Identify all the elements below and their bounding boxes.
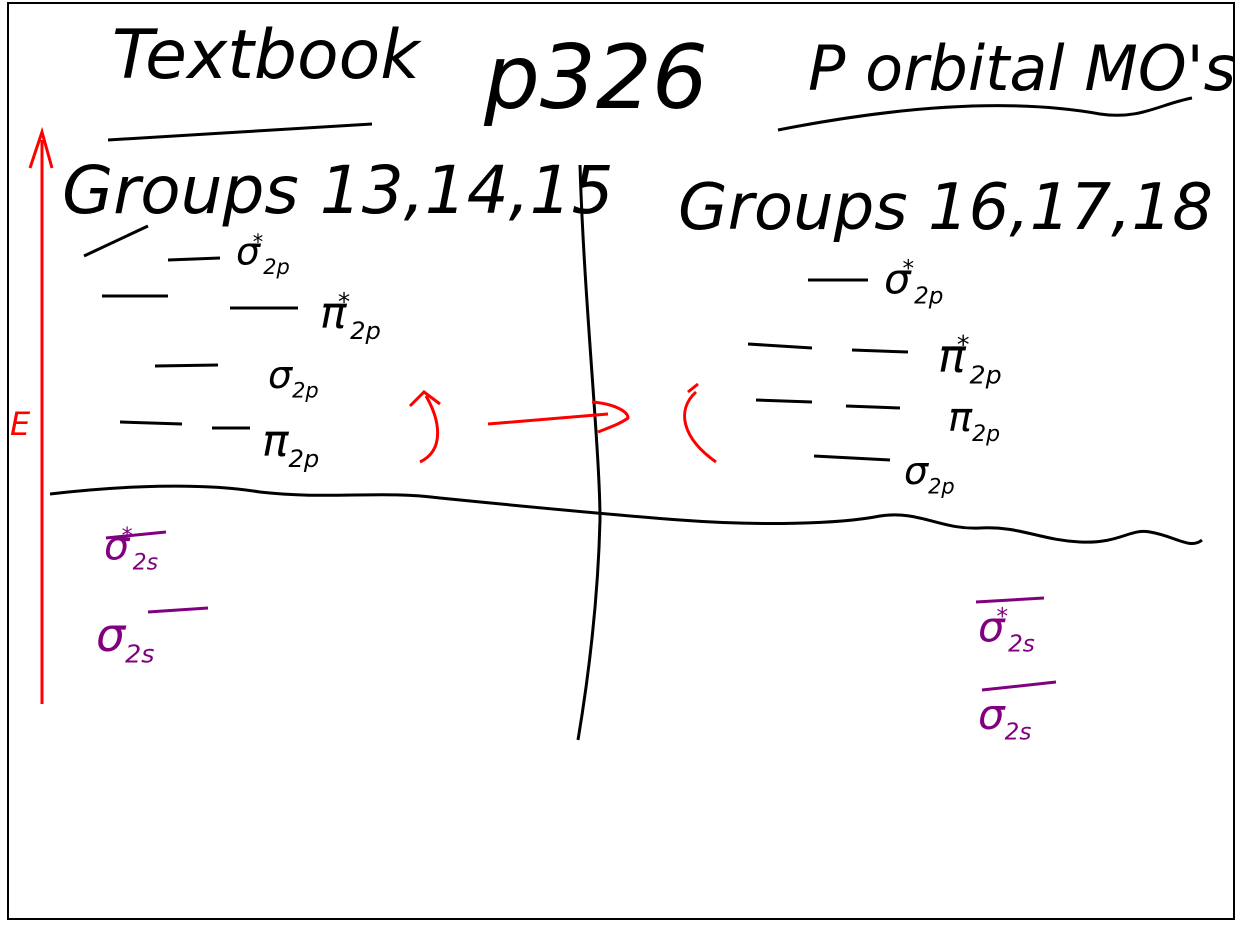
bar-right-sigma-2s xyxy=(981,680,1057,692)
underline-groups-left xyxy=(83,224,149,258)
level-left-pi-star-2p: π*2p xyxy=(320,288,381,346)
level-right-sigma-star-2p: σ*2p xyxy=(884,254,944,310)
level-right-pi-2p-line-a xyxy=(755,398,813,404)
level-right-sigma-star-2s: σ*2s xyxy=(978,602,1035,658)
swap-arrow-right xyxy=(683,382,717,464)
underline-topic xyxy=(777,96,1193,132)
level-left-sigma-2p: σ2p xyxy=(268,353,319,403)
title-topic: P orbital MO's xyxy=(808,32,1236,105)
level-left-sigma-2s: σ2s xyxy=(96,608,155,669)
level-right-pi-2p: π2p xyxy=(948,395,1001,447)
level-right-pi-star-2p: π*2p xyxy=(938,328,1002,390)
level-left-sigma-2p-line xyxy=(154,363,219,368)
bar-left-sigma-2s xyxy=(147,606,209,614)
bar-right-sigma-star-2s xyxy=(975,596,1045,604)
divider-wavy xyxy=(49,484,1203,546)
level-left-sigma-star-2p: σ*2p xyxy=(236,229,290,280)
energy-axis-label: E xyxy=(10,405,31,443)
groups-right-label: Groups 16,17,18 xyxy=(678,171,1213,245)
divider-vertical xyxy=(576,164,602,741)
whiteboard xyxy=(7,2,1235,920)
swap-arrow-left xyxy=(408,390,441,464)
level-left-sigma-star-2s: σ*2s xyxy=(104,523,159,576)
level-left-pi-2p-line-a xyxy=(119,420,183,426)
level-right-sigma-2p-line xyxy=(813,454,891,462)
groups-left-label: Groups 13,14,15 xyxy=(62,152,614,229)
bar-left-sigma-star-2s xyxy=(105,530,167,540)
level-right-pi-star-2p-line-b xyxy=(851,348,909,354)
level-right-sigma-2s: σ2s xyxy=(978,690,1032,746)
energy-axis-arrowhead xyxy=(28,126,54,169)
transition-arrow xyxy=(487,400,630,434)
level-right-sigma-2p: σ2p xyxy=(904,449,955,499)
level-right-pi-star-2p-line-a xyxy=(747,342,813,350)
level-left-pi-2p: π2p xyxy=(262,416,320,473)
level-right-pi-2p-line-b xyxy=(845,404,901,410)
title-page: p326 xyxy=(484,26,708,129)
level-left-sigma-star-2p-line xyxy=(167,256,221,262)
title-textbook: Textbook xyxy=(112,16,420,95)
underline-textbook xyxy=(107,122,373,142)
